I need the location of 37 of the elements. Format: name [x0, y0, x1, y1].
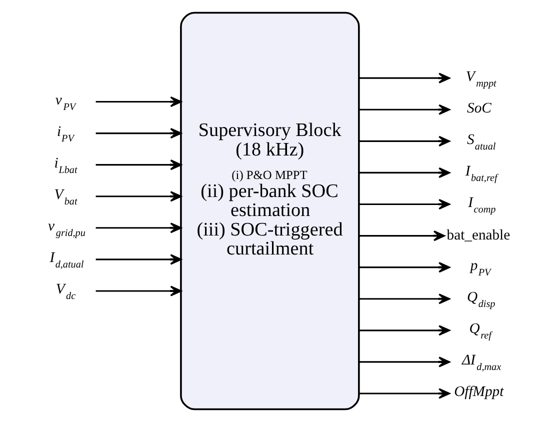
node-text: i$_{PV}$: [57, 124, 74, 144]
node-text: V$_{dc}$: [56, 282, 76, 302]
node-text: v$_{grid,pu}$: [48, 218, 86, 240]
arrow: [358, 198, 450, 210]
node-text: V$_{bat}$: [54, 187, 78, 208]
arrow: [358, 262, 450, 273]
node-text: bat_enable: [446, 228, 510, 244]
node-text: I$_{comp}$: [468, 194, 496, 216]
arrow: [358, 104, 450, 115]
arrow: [96, 222, 182, 234]
arrow: [96, 159, 182, 170]
node-text: ΔI$_{d,max}$: [462, 352, 502, 374]
node-text: Q$_{disp}$: [467, 290, 496, 310]
node-text: I$_{bat,ref}$: [465, 163, 498, 184]
arrow: [358, 167, 450, 178]
node-text: I$_{d,atual}$: [50, 250, 84, 271]
node-text: OffMppt: [454, 384, 504, 400]
arrow: [96, 286, 182, 296]
node-text: V$_{mppt}$: [466, 68, 496, 90]
arrow: [96, 96, 182, 108]
node-text: v$_{PV}$: [55, 92, 76, 113]
node-text: S$_{atual}$: [467, 132, 496, 152]
arrow: [358, 325, 450, 336]
node-text: SoC: [467, 100, 492, 116]
node-box: Supervisory Block (18 kHz) (i) P&O MPPT (ii) per-bank SOC estimation (iii) SOC-triggered curtailment: [180, 12, 360, 410]
arrow: [358, 356, 450, 368]
arrow: [358, 136, 450, 147]
node-text: Q$_{ref}$: [469, 321, 492, 342]
arrow: [358, 388, 450, 399]
arrow: [96, 254, 182, 265]
node-text: p$_{PV}$: [470, 258, 491, 279]
arrow: [96, 191, 182, 202]
arrow: [358, 294, 450, 304]
arrow: [358, 230, 446, 242]
node-text: i$_{Lbat}$: [54, 156, 78, 176]
arrow: [96, 128, 182, 139]
arrow: [358, 72, 450, 84]
